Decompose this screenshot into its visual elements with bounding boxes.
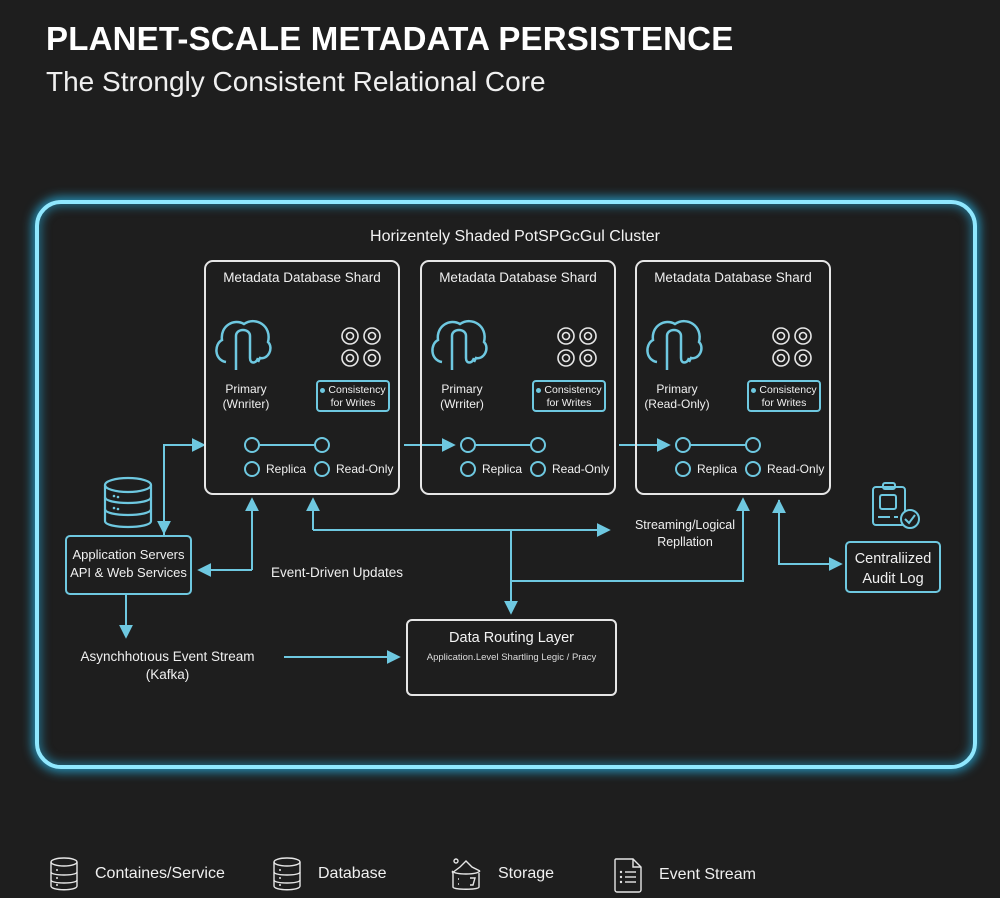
event-stream-line1: Asynchhotıous Event Stream (80, 649, 255, 664)
replica-label: Replica (482, 462, 523, 476)
replica-label: Replica (266, 462, 307, 476)
streaming-line1: Streaming/Logical (634, 518, 736, 532)
bullet-icon (536, 387, 542, 393)
app-servers-line1: Application Servers (72, 547, 185, 562)
consistency-badge: Consistency for Writes (532, 380, 606, 412)
replica-node (530, 461, 546, 477)
replica-node (745, 461, 761, 477)
legend-label: Database (318, 865, 387, 882)
postgres-elephant-icon (431, 319, 488, 370)
legend-label: Containes/Service (95, 865, 225, 882)
replica-node (675, 461, 691, 477)
disk-cluster-icon (772, 327, 812, 367)
role-line1: Primary (656, 382, 698, 396)
bullet-icon (320, 387, 326, 393)
event-stream-line2: (Kafka) (145, 667, 190, 682)
role-line2: (Wrriter) (440, 397, 484, 411)
bullet-icon (751, 387, 757, 393)
role-line1: Primary (225, 382, 267, 396)
role-line2: (Wnriter) (222, 397, 270, 411)
primary-role: Primary (Wnriter) (206, 382, 286, 412)
audit-log-node[interactable]: Centraliized Audit Log (845, 541, 941, 593)
audit-line1: Centraliized (854, 551, 932, 567)
database-icon (273, 857, 301, 891)
consistency-line1: Consistency (328, 384, 386, 396)
cluster-frame (35, 200, 977, 769)
primary-role: Primary (Read-Only) (637, 382, 717, 412)
consistency-line1: Consistency (759, 384, 817, 396)
event-stream-node[interactable]: Asynchhotıous Event Stream (Kafka) (70, 648, 265, 684)
readonly-label: Read-Only (552, 462, 610, 476)
readonly-label: Read-Only (767, 462, 825, 476)
legend-event-stream: Event Stream (613, 857, 756, 893)
legend-label: Storage (498, 865, 555, 882)
routing-subtitle: Application.Level Shartling Legic / Prac… (426, 652, 597, 663)
consistency-line2: for Writes (330, 397, 376, 409)
consistency-badge: Consistency for Writes (747, 380, 821, 412)
consistency-line2: for Writes (546, 397, 592, 409)
app-servers-node[interactable]: Application Servers API & Web Services (65, 535, 192, 595)
primary-role: Primary (Wrriter) (422, 382, 502, 412)
legend-storage: Storage (450, 857, 554, 891)
storage-icon (451, 858, 481, 890)
role-line2: (Read-Only) (644, 397, 710, 411)
shard-1[interactable]: Metadata Database Shard Primary (Wnriter… (204, 260, 400, 495)
postgres-elephant-icon (646, 319, 703, 370)
replica-node (530, 437, 546, 453)
replica-node (244, 461, 260, 477)
audit-line2: Audit Log (862, 571, 924, 587)
document-icon (614, 858, 642, 893)
shard-2[interactable]: Metadata Database Shard Primary (Wrriter… (420, 260, 616, 495)
replica-node (460, 437, 476, 453)
event-driven-label: Event-Driven Updates (271, 565, 404, 580)
replica-node (460, 461, 476, 477)
disk-cluster-icon (341, 327, 381, 367)
page-title: PLANET-SCALE METADATA PERSISTENCE (46, 20, 734, 57)
app-servers-line2: API & Web Services (70, 565, 187, 580)
postgres-elephant-icon (215, 319, 272, 370)
shard-title: Metadata Database Shard (223, 270, 381, 285)
replica-nodes (244, 437, 330, 477)
shard-title: Metadata Database Shard (654, 270, 812, 285)
consistency-line1: Consistency (544, 384, 602, 396)
routing-title: Data Routing Layer (449, 630, 574, 646)
replica-node (314, 437, 330, 453)
replica-node (745, 437, 761, 453)
legend-label: Event Stream (659, 866, 756, 883)
streaming-label: Streaming/Logical Repllation (620, 517, 750, 551)
replica-nodes (460, 437, 546, 477)
container-icon (50, 857, 78, 891)
legend-database: Database (272, 857, 387, 891)
cluster-title: Horizentely Shaded PotSPGcGul Cluster (370, 228, 660, 245)
shard-title: Metadata Database Shard (439, 270, 597, 285)
readonly-label: Read-Only (336, 462, 394, 476)
replica-nodes (675, 437, 761, 477)
replica-node (675, 437, 691, 453)
data-routing-layer[interactable]: Data Routing Layer Application.Level Sha… (406, 619, 617, 696)
legend-container: Containes/Service (49, 857, 225, 891)
shard-3[interactable]: Metadata Database Shard Primary (Read-On… (635, 260, 831, 495)
page-subtitle: The Strongly Consistent Relational Core (46, 66, 546, 97)
consistency-line2: for Writes (761, 397, 807, 409)
role-line1: Primary (441, 382, 483, 396)
replica-node (314, 461, 330, 477)
streaming-line2: Repllation (657, 535, 713, 549)
replica-node (244, 437, 260, 453)
clipboard-check-icon (872, 482, 920, 529)
database-icon (103, 476, 153, 529)
disk-cluster-icon (557, 327, 597, 367)
replica-label: Replica (697, 462, 738, 476)
consistency-badge: Consistency for Writes (316, 380, 390, 412)
